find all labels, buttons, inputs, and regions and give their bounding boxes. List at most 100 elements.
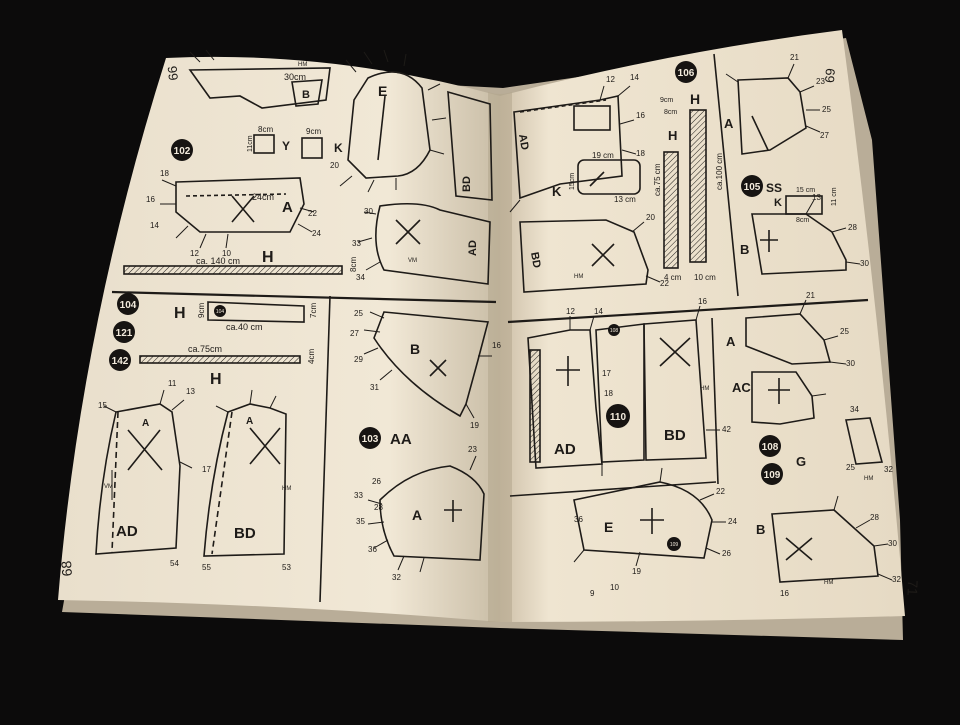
svg-text:35: 35	[356, 517, 365, 526]
svg-text:4 cm: 4 cm	[664, 273, 682, 282]
svg-text:109: 109	[670, 542, 679, 548]
svg-text:31: 31	[370, 383, 379, 392]
svg-text:104: 104	[216, 309, 225, 315]
svg-text:A: A	[726, 334, 736, 349]
svg-text:27: 27	[820, 131, 829, 140]
svg-text:16: 16	[492, 341, 501, 350]
svg-text:15cm: 15cm	[569, 173, 576, 190]
svg-text:9cm: 9cm	[306, 127, 321, 136]
svg-text:H: H	[262, 249, 274, 266]
svg-text:12: 12	[190, 249, 199, 258]
page-numbers: 66 68 69 71	[58, 65, 921, 596]
svg-text:11: 11	[168, 379, 177, 388]
left-vertical-divider	[319, 295, 331, 603]
spine	[488, 92, 512, 622]
svg-text:AD: AD	[467, 240, 479, 256]
left-page	[58, 56, 500, 622]
lb-bd-piece	[203, 403, 287, 557]
svg-text:ca.40 cm: ca.40 cm	[226, 322, 263, 332]
svg-text:H: H	[174, 305, 186, 322]
svg-text:A: A	[724, 116, 734, 131]
svg-text:A: A	[282, 199, 293, 216]
lb-h2-strip	[139, 355, 301, 364]
lt-b-piece	[291, 79, 323, 107]
badge-105: 105	[741, 175, 763, 197]
svg-text:23: 23	[468, 445, 477, 454]
page-number-66: 66	[165, 65, 181, 81]
svg-text:13: 13	[186, 387, 195, 396]
svg-text:11 cm: 11 cm	[831, 187, 838, 206]
svg-text:A: A	[142, 418, 149, 429]
measurement-marks: HM 20 22 24 18 16 14 12 10 30 33 34 VM 2…	[98, 53, 901, 598]
svg-text:104: 104	[120, 300, 137, 311]
svg-text:19: 19	[632, 567, 641, 576]
svg-text:9cm: 9cm	[197, 303, 206, 318]
svg-text:HM: HM	[282, 486, 291, 492]
svg-text:AD: AD	[116, 523, 138, 540]
svg-text:16: 16	[636, 111, 645, 120]
svg-text:ca.75 cm: ca.75 cm	[653, 163, 662, 196]
page-number-68: 68	[58, 560, 75, 577]
svg-text:14: 14	[594, 307, 603, 316]
svg-text:9: 9	[590, 589, 595, 598]
svg-text:BD: BD	[234, 525, 256, 542]
svg-text:28: 28	[374, 503, 383, 512]
badge-103: 103	[359, 427, 381, 449]
svg-text:HM: HM	[700, 386, 709, 392]
svg-text:20: 20	[646, 213, 655, 222]
svg-text:14: 14	[150, 221, 159, 230]
svg-text:108: 108	[762, 442, 779, 453]
page-number-71: 71	[904, 580, 921, 596]
svg-text:21: 21	[806, 291, 815, 300]
svg-text:BD: BD	[461, 176, 473, 192]
rt-bd-piece	[519, 219, 649, 293]
svg-text:10: 10	[610, 583, 619, 592]
svg-text:ca.100 cm: ca.100 cm	[715, 153, 724, 190]
svg-text:19 cm: 19 cm	[592, 151, 614, 160]
rt-h-strip-2	[689, 109, 707, 263]
right-divider	[507, 298, 869, 324]
svg-text:27: 27	[350, 329, 359, 338]
svg-text:A: A	[412, 507, 422, 523]
svg-text:17: 17	[602, 369, 611, 378]
svg-text:18: 18	[604, 389, 613, 398]
svg-text:ca.75cm: ca.75cm	[188, 344, 222, 354]
rb-ad-hatch	[529, 349, 541, 463]
svg-text:H: H	[210, 371, 222, 388]
svg-text:32: 32	[884, 465, 893, 474]
svg-text:25: 25	[840, 327, 849, 336]
rb-tall-piece	[845, 417, 884, 465]
svg-text:25: 25	[822, 105, 831, 114]
svg-text:24: 24	[728, 517, 737, 526]
right-page-drawings	[507, 53, 893, 583]
svg-text:29: 29	[354, 355, 363, 364]
badge-109-small: 109	[667, 537, 681, 551]
svg-text:103: 103	[362, 434, 379, 445]
piece-labels: A B E Y K H BD AD H H B A A AD BD AA A H…	[116, 83, 806, 542]
svg-text:HM: HM	[574, 274, 583, 280]
svg-text:108: 108	[610, 328, 619, 334]
svg-text:30: 30	[888, 539, 897, 548]
svg-text:30: 30	[846, 359, 855, 368]
svg-text:12: 12	[566, 307, 575, 316]
page-number-69: 69	[822, 68, 838, 83]
svg-text:15 cm: 15 cm	[796, 187, 815, 194]
svg-text:18: 18	[160, 169, 169, 178]
svg-text:55: 55	[202, 563, 211, 572]
svg-text:32: 32	[892, 575, 901, 584]
svg-text:14: 14	[630, 73, 639, 82]
svg-text:B: B	[740, 242, 749, 257]
svg-text:16: 16	[698, 297, 707, 306]
svg-text:30: 30	[364, 207, 373, 216]
lt-e-piece	[347, 71, 431, 179]
svg-text:H: H	[668, 128, 677, 143]
svg-text:42: 42	[722, 425, 731, 434]
svg-text:10 cm: 10 cm	[694, 273, 716, 282]
svg-text:142: 142	[112, 356, 129, 367]
svg-text:30: 30	[860, 259, 869, 268]
svg-text:B: B	[410, 341, 420, 357]
svg-text:16: 16	[146, 195, 155, 204]
svg-text:22: 22	[716, 487, 725, 496]
